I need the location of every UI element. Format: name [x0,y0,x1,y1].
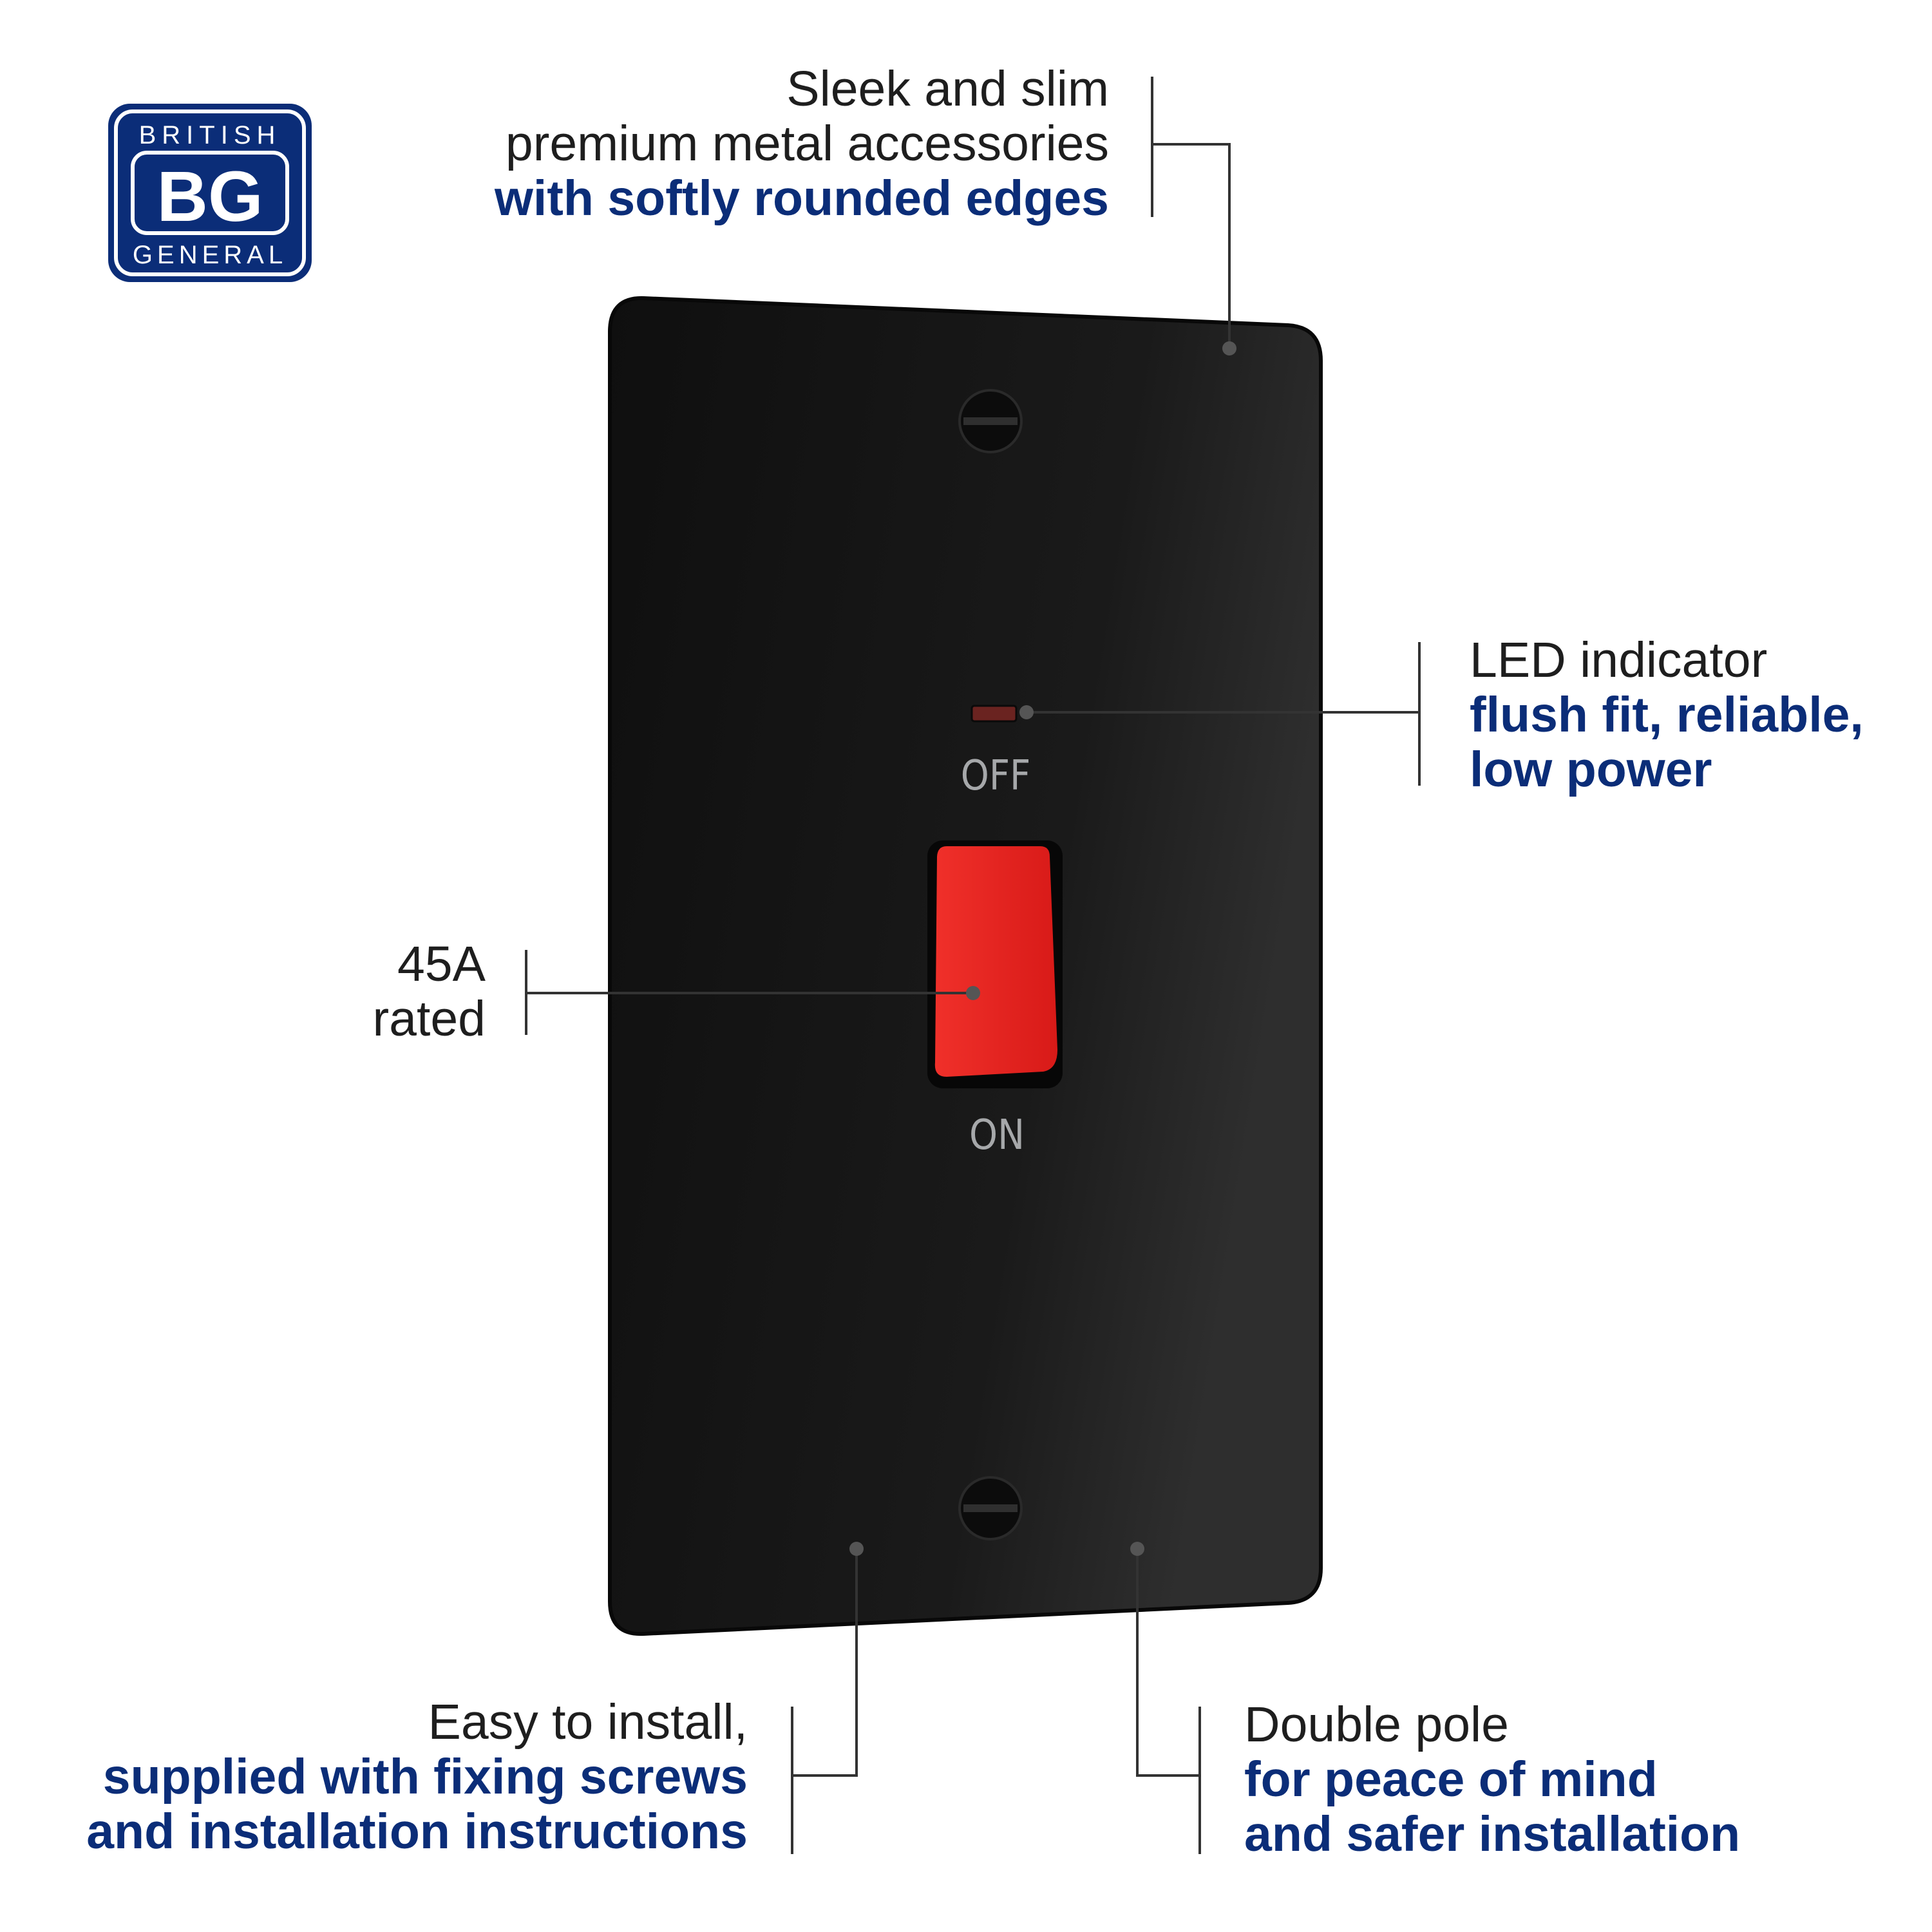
on-label: ON [969,1111,1025,1159]
caption-highlight: and installation instructions [86,1804,748,1859]
rocker-switch[interactable] [934,846,1057,1077]
caption-line: rated [372,991,486,1046]
callout-lines [525,77,1421,1854]
caption-line: Double pole [1244,1697,1509,1752]
feature-rating: 45A rated [372,937,486,1046]
feature-double-pole: Double pole for peace of mind and safer … [1244,1698,1740,1862]
svg-text:BG: BG [157,157,263,236]
caption-line: 45A [397,936,486,992]
caption-highlight: with softly rounded edges [494,171,1109,226]
svg-text:GENERAL: GENERAL [133,241,287,269]
caption-highlight: flush fit, reliable, [1470,687,1864,743]
screw-bottom [958,1476,1023,1540]
callout-dots [849,341,1236,1556]
led-indicator [971,705,1018,723]
feature-easy-install: Easy to install, supplied with fixing sc… [86,1695,748,1859]
caption-line: Sleek and slim [786,61,1109,117]
caption-highlight: supplied with fixing screws [102,1749,748,1804]
caption-line: Easy to install, [428,1694,748,1750]
british-general-logo: BRITISH BG GENERAL [108,104,312,282]
caption-line: LED indicator [1470,632,1768,688]
caption-line: premium metal accessories [505,116,1109,171]
caption-highlight: for peace of mind [1244,1752,1658,1807]
svg-text:BRITISH: BRITISH [139,121,281,149]
caption-highlight: low power [1470,742,1712,797]
caption-highlight: and safer installation [1244,1806,1741,1862]
screw-top [958,389,1023,453]
off-label: OFF [960,752,1031,800]
feature-led-indicator: LED indicator flush fit, reliable, low p… [1470,633,1864,797]
feature-rounded-edges: Sleek and slim premium metal accessories… [495,62,1109,226]
